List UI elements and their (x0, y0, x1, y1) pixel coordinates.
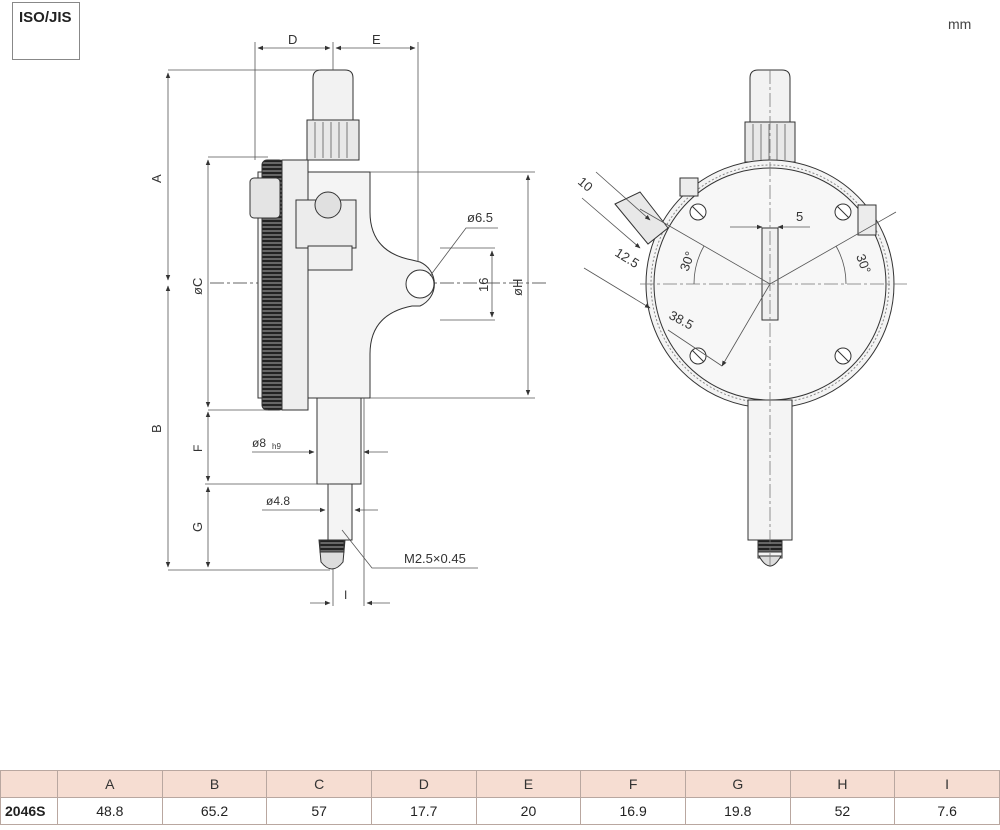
dim-label-h: øH (510, 279, 525, 296)
dim-label-e: E (372, 32, 381, 47)
spec-value-cell: 65.2 (161, 797, 268, 825)
back-dimensions (581, 70, 908, 570)
spec-value-cell: 17.7 (370, 797, 477, 825)
dim-label-a: A (149, 174, 164, 183)
dim-label-d: D (288, 32, 297, 47)
top-nut (306, 119, 360, 161)
front-dimensions (165, 42, 535, 606)
back-label-5: 5 (796, 209, 803, 224)
spec-header-cell: G (684, 770, 791, 798)
spec-header-cell: H (789, 770, 896, 798)
spec-header-cell: B (161, 770, 268, 798)
spec-table: A B C D E F G H I 2046S 48.8 65.2 57 17.… (0, 770, 1000, 825)
clamp-base (307, 245, 353, 271)
back-side-tab (679, 177, 699, 197)
spindle (327, 483, 353, 541)
dim-label-c: øC (190, 278, 205, 295)
spec-value-cell: 16.9 (580, 797, 686, 825)
dimension-drawing: D E A B øC F G øH ø6.5 16 ø8 h9 ø4.8 M2.… (149, 32, 908, 606)
spec-value-cell: 20 (475, 797, 582, 825)
spec-header-cell (0, 770, 58, 798)
bezel (281, 159, 309, 411)
lug-hole (405, 269, 435, 299)
dim-label-stem-tol: h9 (272, 442, 281, 451)
dim-label-b: B (149, 424, 164, 433)
spec-value-cell: 48.8 (57, 797, 163, 825)
spec-header-cell: F (580, 770, 686, 798)
spec-model-cell: 2046S (0, 797, 58, 825)
spec-header-cell: I (894, 770, 1000, 798)
top-nut-knurl (314, 122, 348, 158)
dim-label-spindle: ø4.8 (266, 494, 290, 508)
back-label-10: 10 (575, 174, 596, 195)
contact-knurl (319, 539, 345, 553)
back-label-12-5: 12.5 (612, 245, 641, 271)
dim-label-g: G (190, 522, 205, 532)
spec-value-cell: 7.6 (894, 797, 1000, 825)
back-label-angle-left: 30° (677, 249, 698, 273)
dim-label-lug: 16 (476, 278, 491, 292)
spec-table-header: A B C D E F G H I (0, 770, 1000, 798)
spec-value-cell: 19.8 (684, 797, 791, 825)
unit-label: mm (948, 16, 972, 32)
clamp-screw (314, 191, 342, 219)
dim-label-f: F (191, 445, 205, 452)
dim-label-stem: ø8 (252, 436, 266, 450)
back-side-tab-right (857, 204, 877, 236)
back-clamp-lever (614, 191, 669, 245)
spec-value-cell: 57 (266, 797, 372, 825)
back-view (614, 69, 895, 567)
dim-label-thread: M2.5×0.45 (404, 551, 466, 566)
spec-header-cell: A (57, 770, 163, 798)
clamp-lever (249, 177, 281, 219)
back-screws (689, 203, 852, 365)
table-row: 2046S 48.8 65.2 57 17.7 20 16.9 19.8 52 … (0, 797, 1000, 825)
dim-label-i: I (344, 588, 347, 602)
spec-header-cell: C (266, 770, 372, 798)
front-view (210, 69, 548, 570)
back-top-nut-knurl (752, 124, 786, 160)
standard-label: ISO/JIS (12, 2, 80, 60)
spindle-cap (312, 69, 354, 121)
back-label-angle-right: 30° (853, 252, 874, 276)
spec-value-cell: 52 (789, 797, 896, 825)
spec-header-cell: D (370, 770, 477, 798)
stem (316, 397, 362, 485)
dim-label-hole: ø6.5 (467, 210, 493, 225)
spec-header-cell: E (475, 770, 582, 798)
